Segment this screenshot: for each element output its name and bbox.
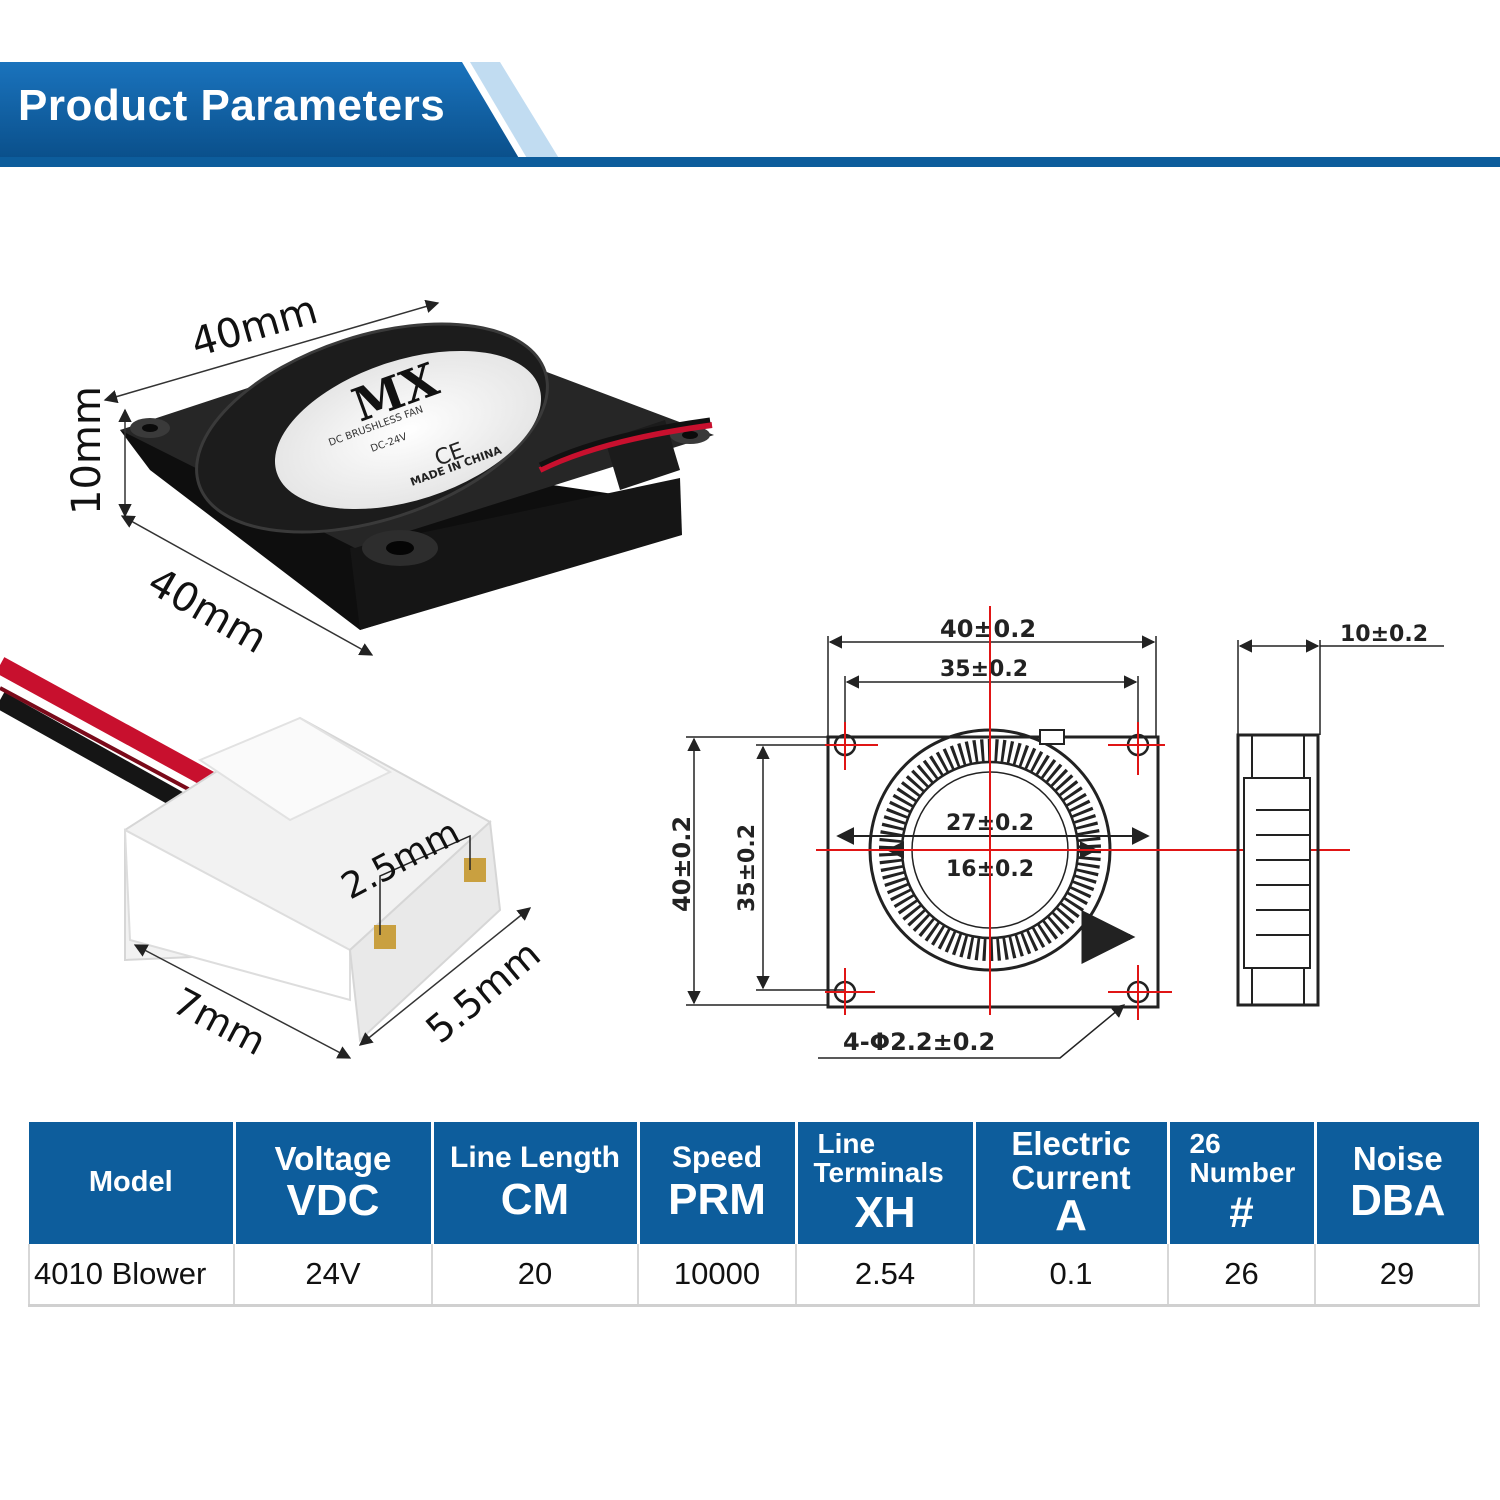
header-banner: Product Parameters: [0, 0, 1500, 175]
page-title: Product Parameters: [18, 81, 446, 130]
connector-photo: 2.5mm: [0, 657, 502, 1043]
cell-line-length: 20: [432, 1244, 639, 1307]
fan-wire-red: [538, 422, 713, 473]
drawing-outline: [826, 735, 1160, 1009]
connector-pin-1: [374, 925, 396, 949]
cell-model: 4010 Blower: [28, 1244, 235, 1307]
dim-connector-width-label: 7mm: [166, 979, 273, 1064]
cell-electric-current: 0.1: [974, 1244, 1169, 1307]
fan-front-face: [350, 478, 682, 630]
illustration-area: MX DC BRUSHLESS FAN DC-24V CE MADE IN CH…: [0, 287, 1444, 1064]
drawing-centerlines: [816, 606, 1350, 1020]
cell-speed: 10000: [638, 1244, 797, 1307]
wire-black: [0, 692, 205, 820]
dim-height-label: 10mm: [64, 386, 110, 515]
dim-thickness: 10±0.2: [1340, 622, 1428, 647]
connector-pin-2: [464, 858, 486, 882]
cell-number: 26: [1168, 1244, 1316, 1307]
dim-hole-spacing-y: 35±0.2: [735, 824, 760, 912]
header-line-terminals: Line Terminals XH: [796, 1122, 976, 1244]
dim-hole-spacing-x: 35±0.2: [940, 657, 1028, 682]
table-row: 4010 Blower 24V 20 10000 2.54 0.1 26 29: [28, 1244, 1480, 1307]
header-model: Model: [29, 1122, 236, 1244]
parameter-table: Model Voltage VDC Line Length CM Speed P…: [28, 1122, 1480, 1307]
wire-red: [0, 657, 215, 788]
drawing-front-view: 40±0.2 35±0.2 40±0.2 35±0.2 27±0.2 16±0.…: [668, 606, 1350, 1059]
banner-shape: [0, 62, 1500, 167]
dim-width-label: 40mm: [186, 287, 323, 367]
header-electric-current: Electric Current A: [974, 1122, 1170, 1244]
table-header-row: Model Voltage VDC Line Length CM Speed P…: [29, 1122, 1479, 1244]
cell-noise: 29: [1315, 1244, 1480, 1307]
header-line-length: Line Length CM: [432, 1122, 640, 1244]
dim-outer-width: 40±0.2: [940, 615, 1036, 643]
header-voltage: Voltage VDC: [234, 1122, 434, 1244]
fan-wire-black: [538, 417, 711, 468]
side-outline: [1236, 733, 1320, 1007]
header-noise: Noise DBA: [1315, 1122, 1479, 1244]
cell-voltage: 24V: [234, 1244, 433, 1307]
header-number: 26 Number #: [1168, 1122, 1317, 1244]
dim-holes: 4-Φ2.2±0.2: [843, 1028, 995, 1056]
cell-line-terminals: 2.54: [796, 1244, 975, 1307]
drawing-side-view: 10±0.2: [1236, 622, 1444, 1007]
dim-depth-label: 40mm: [140, 559, 275, 663]
dim-outer-height: 40±0.2: [668, 816, 696, 912]
header-speed: Speed PRM: [638, 1122, 798, 1244]
